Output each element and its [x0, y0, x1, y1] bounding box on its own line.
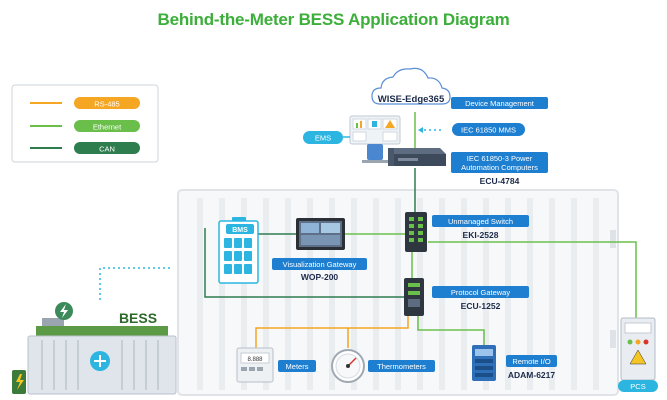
- ecu-4784-device-icon: [388, 148, 446, 166]
- svg-text:8.888: 8.888: [247, 357, 263, 363]
- wop-200-model: WOP-200: [301, 272, 339, 282]
- ecu-1252-model: ECU-1252: [461, 301, 501, 311]
- legend-item-rs485: RS-485: [30, 97, 140, 109]
- legend-label-can: CAN: [99, 145, 115, 154]
- device-management-badge: [451, 97, 548, 109]
- bms-label: BMS: [232, 227, 248, 234]
- legend-label-rs485: RS-485: [94, 100, 119, 109]
- remote-io-badge: [506, 355, 557, 367]
- iec-mms-badge: [452, 123, 525, 136]
- device-management-label: Device Management: [465, 99, 535, 108]
- meters-badge: [278, 360, 316, 372]
- thermometers-badge: [368, 360, 435, 372]
- iec-power-label-line2: Automation Computers: [461, 163, 538, 172]
- remote-io-label: Remote I/O: [512, 357, 551, 366]
- adam-6217-model: ADAM-6217: [508, 370, 556, 380]
- iec-power-label-line1: IEC 61850-3 Power: [467, 154, 533, 163]
- pcs-badge: [618, 380, 658, 392]
- vis-gateway-badge: [272, 258, 367, 270]
- thermometers-label: Thermometers: [377, 362, 426, 371]
- bolt-icon: [55, 302, 73, 320]
- ems-workstation-icon: [349, 115, 401, 163]
- legend-label-ethernet: Ethernet: [93, 123, 122, 132]
- bms-icon: [218, 217, 259, 284]
- protocol-gateway-label: Protocol Gateway: [451, 288, 510, 297]
- switch-badge: [432, 215, 529, 227]
- adam-6217-remote-io-icon: [472, 345, 496, 381]
- meters-label: Meters: [286, 362, 309, 371]
- meter-icon: 8.888: [236, 347, 274, 383]
- pcs-label: PCS: [630, 382, 645, 391]
- wop-200-screen-icon: [296, 218, 345, 250]
- vis-gateway-label: Visualization Gateway: [283, 260, 357, 269]
- cloud-icon: [371, 67, 451, 105]
- pcs-cabinet-icon: [620, 317, 656, 381]
- page-title: Behind-the-Meter BESS Application Diagra…: [157, 10, 510, 29]
- ems-badge: [303, 131, 343, 144]
- eki-2528-model: EKI-2528: [463, 230, 499, 240]
- legend: RS-485 Ethernet CAN: [11, 84, 159, 163]
- iec-power-badge: [451, 152, 548, 173]
- bess-container-icon: [12, 318, 177, 395]
- connections: [99, 112, 637, 348]
- ecu-4784-model: ECU-4784: [480, 176, 520, 186]
- protocol-gateway-badge: [432, 286, 529, 298]
- switch-label: Unmanaged Switch: [448, 217, 513, 226]
- thermometer-icon: [331, 349, 365, 383]
- bess-label: BESS: [119, 310, 157, 326]
- iec-mms-label: IEC 61850 MMS: [461, 126, 516, 135]
- eki-2528-switch-icon: [405, 212, 427, 252]
- legend-item-ethernet: Ethernet: [30, 120, 140, 132]
- mms-arrow-icon: [418, 127, 423, 133]
- legend-item-can: CAN: [30, 142, 140, 154]
- cloud-label: WISE-Edge365: [378, 94, 445, 105]
- ems-label: EMS: [315, 134, 331, 143]
- ecu-1252-gateway-icon: [404, 278, 424, 316]
